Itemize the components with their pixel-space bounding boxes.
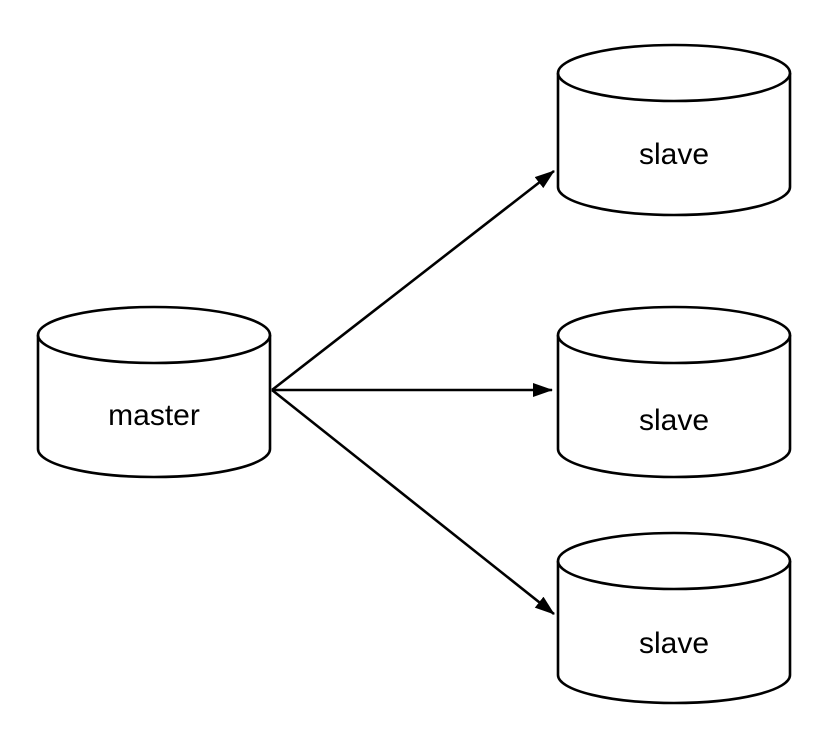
slave-bottom-cylinder-body <box>556 561 792 705</box>
slave-bottom-node-label: slave <box>639 627 709 660</box>
edge-master-to-slave-bottom <box>271 388 555 616</box>
master-node: master <box>36 305 272 479</box>
slave-top-cylinder-body <box>556 73 792 217</box>
slave-top-node-label: slave <box>639 138 709 171</box>
master-cylinder-body <box>36 335 272 479</box>
master-cylinder-top <box>36 305 272 365</box>
slave-top-cylinder-top <box>556 43 792 103</box>
slave-middle-cylinder-body <box>556 335 792 479</box>
master-node-label: master <box>108 399 200 432</box>
edges <box>271 169 555 616</box>
slave-bottom-cylinder-top <box>556 531 792 591</box>
slave-middle-cylinder-top <box>556 305 792 365</box>
slave-node-middle: slave <box>556 305 792 479</box>
slave-node-top: slave <box>556 43 792 217</box>
slave-node-bottom: slave <box>556 531 792 705</box>
slave-middle-node-label: slave <box>639 404 709 437</box>
edge-master-to-slave-top <box>271 169 555 392</box>
